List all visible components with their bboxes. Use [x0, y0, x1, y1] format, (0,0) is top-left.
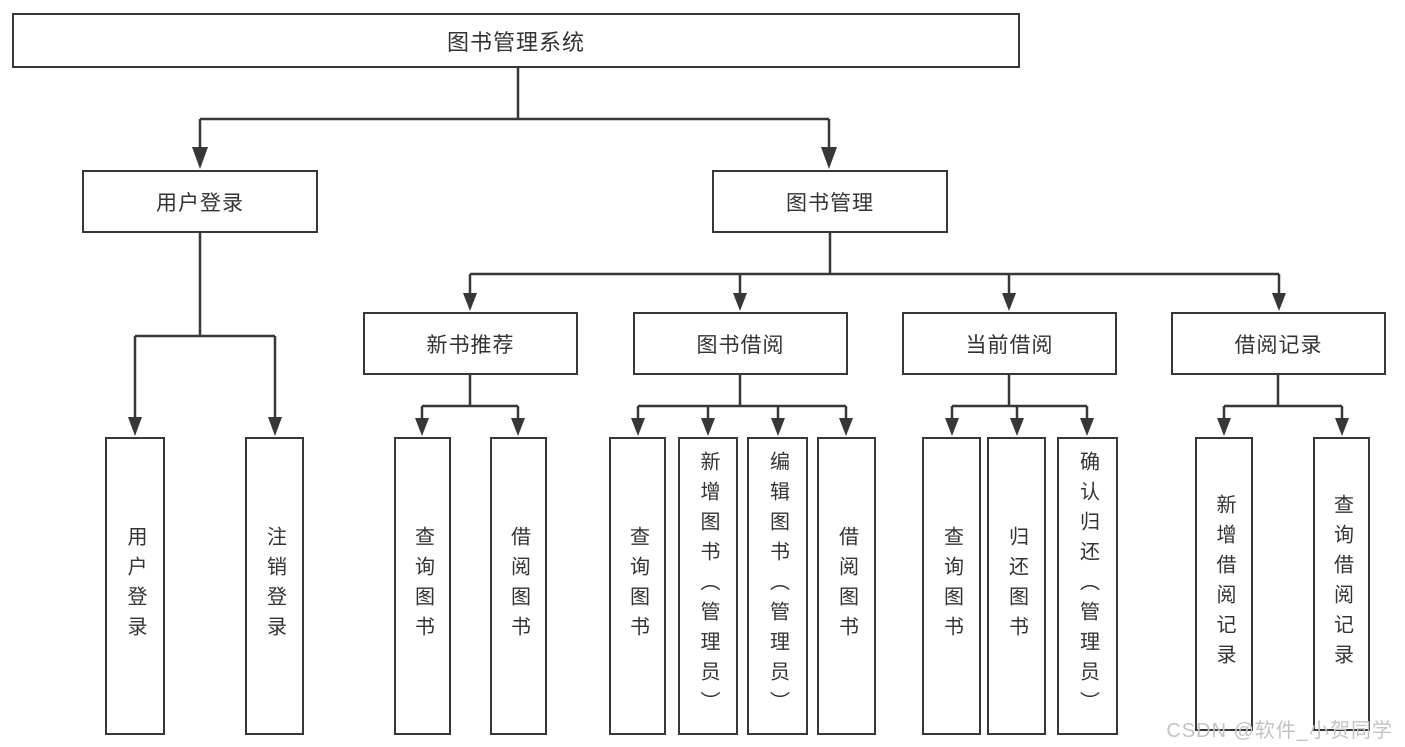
leaf-confirm-return-admin: 确认归还（管理员）	[1057, 437, 1118, 735]
connector-borrowing-records-to-leaves	[1217, 375, 1349, 436]
leaf-edit-books-admin-label: 编辑图书（管理员）	[766, 451, 789, 721]
leaf-query-borrow-record: 查询借阅记录	[1313, 437, 1370, 731]
node-current-borrowing: 当前借阅	[902, 312, 1117, 375]
leaf-borrow-books-1: 借阅图书	[490, 437, 547, 735]
leaf-query-books-1: 查询图书	[394, 437, 451, 735]
leaf-borrow-books-2-label: 借阅图书	[835, 526, 858, 646]
node-book-borrowing: 图书借阅	[633, 312, 848, 375]
leaf-edit-books-admin: 编辑图书（管理员）	[747, 437, 808, 735]
node-book-management: 图书管理	[712, 170, 948, 233]
connector-user-login-to-leaves	[128, 233, 282, 436]
node-root-system-label: 图书管理系统	[446, 29, 585, 55]
leaf-query-borrow-record-label: 查询借阅记录	[1330, 494, 1353, 674]
connector-book-borrowing-to-leaves	[631, 375, 853, 436]
node-book-management-label: 图书管理	[786, 191, 874, 215]
connector-book-management-to-level3	[463, 233, 1286, 311]
leaf-add-borrow-record: 新增借阅记录	[1195, 437, 1253, 731]
leaf-query-books-1-label: 查询图书	[411, 526, 434, 646]
leaf-query-books-3: 查询图书	[922, 437, 981, 735]
leaf-borrow-books-1-label: 借阅图书	[507, 526, 530, 646]
connector-new-book-recommend-to-leaves	[415, 375, 525, 436]
connector-current-borrowing-to-leaves	[945, 375, 1094, 436]
leaf-borrow-books-2: 借阅图书	[817, 437, 876, 735]
node-user-login-label: 用户登录	[156, 191, 244, 215]
node-user-login: 用户登录	[82, 170, 318, 233]
leaf-add-books-admin: 新增图书（管理员）	[678, 437, 738, 735]
node-current-borrowing-label: 当前借阅	[965, 333, 1054, 357]
connector-root-to-level2	[192, 68, 837, 169]
leaf-query-books-2: 查询图书	[609, 437, 666, 735]
leaf-logout-label: 注销登录	[263, 526, 286, 646]
leaf-add-borrow-record-label: 新增借阅记录	[1213, 494, 1235, 674]
leaf-return-books: 归还图书	[987, 437, 1046, 735]
csdn-watermark: CSDN @软件_小贺同学	[1166, 720, 1393, 742]
node-new-book-recommend: 新书推荐	[363, 312, 578, 375]
node-new-book-recommend-label: 新书推荐	[426, 333, 515, 357]
node-borrowing-records-label: 借阅记录	[1234, 333, 1323, 357]
leaf-confirm-return-admin-label: 确认归还（管理员）	[1076, 451, 1099, 721]
leaf-query-books-2-label: 查询图书	[626, 526, 649, 646]
node-book-borrowing-label: 图书借阅	[696, 333, 785, 357]
leaf-logout: 注销登录	[245, 437, 304, 735]
leaf-query-books-3-label: 查询图书	[940, 526, 963, 646]
leaf-user-login-label: 用户登录	[124, 526, 146, 646]
leaf-user-login: 用户登录	[105, 437, 165, 735]
node-borrowing-records: 借阅记录	[1171, 312, 1386, 375]
leaf-add-books-admin-label: 新增图书（管理员）	[697, 451, 719, 721]
node-root-system: 图书管理系统	[12, 13, 1020, 68]
leaf-return-books-label: 归还图书	[1005, 526, 1028, 646]
